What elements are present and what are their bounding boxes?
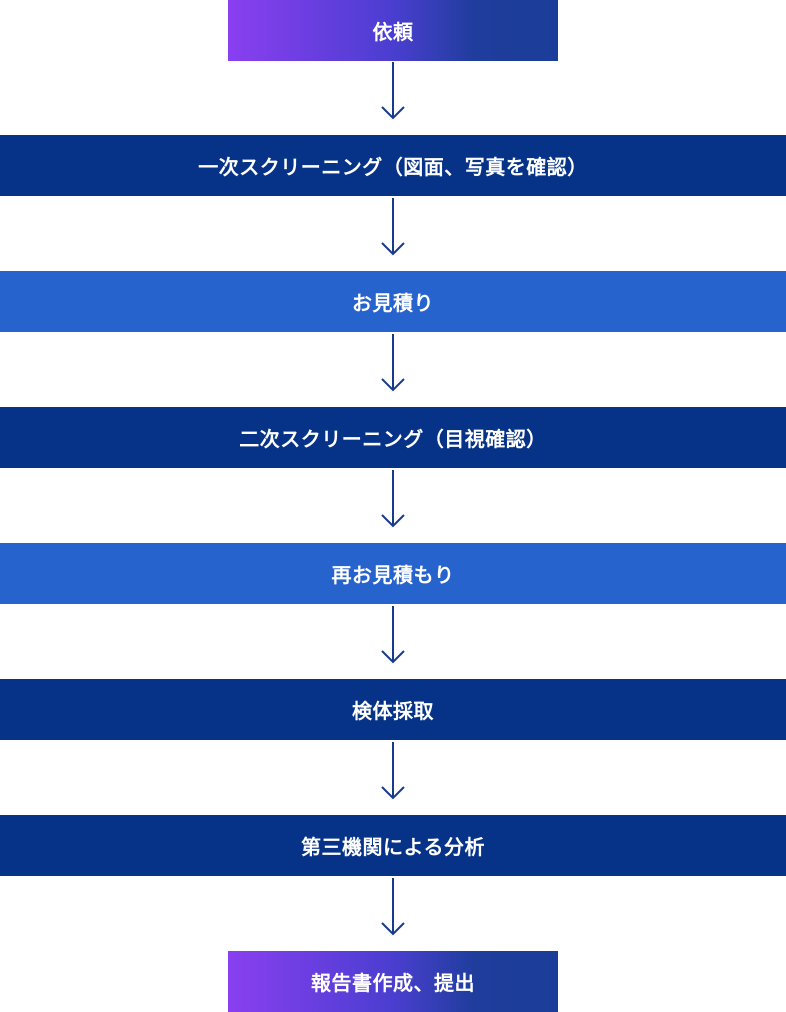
down-arrow-icon (381, 470, 405, 528)
down-arrow-icon (381, 878, 405, 936)
step-request: 依頼 (228, 0, 558, 61)
down-arrow-icon (381, 742, 405, 800)
step-re-estimate: 再お見積もり (0, 543, 786, 604)
down-arrow-icon (381, 334, 405, 392)
step-label: お見積り (352, 291, 434, 315)
step-label: 再お見積もり (331, 563, 455, 587)
step-third-party-analysis: 第三機関による分析 (0, 815, 786, 876)
step-label: 報告書作成、提出 (311, 971, 475, 995)
step-sample-collection: 検体採取 (0, 679, 786, 740)
step-second-screening: 二次スクリーニング（目視確認） (0, 407, 786, 468)
down-arrow-icon (381, 606, 405, 664)
down-arrow-icon (381, 62, 405, 120)
step-label: 検体採取 (352, 699, 434, 723)
down-arrow-icon (381, 198, 405, 256)
step-label: 二次スクリーニング（目視確認） (239, 427, 547, 451)
step-estimate: お見積り (0, 271, 786, 332)
step-report-submission: 報告書作成、提出 (228, 951, 558, 1012)
step-label: 依頼 (372, 20, 414, 44)
step-label: 一次スクリーニング（図面、写真を確認） (198, 155, 588, 179)
step-first-screening: 一次スクリーニング（図面、写真を確認） (0, 135, 786, 196)
step-label: 第三機関による分析 (301, 835, 485, 859)
